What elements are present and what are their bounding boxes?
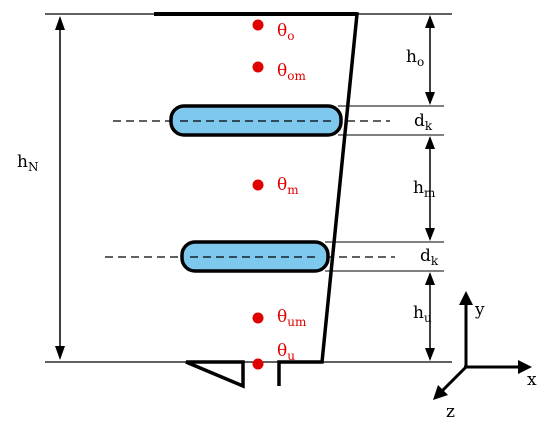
middle-section-arrowhead-top (425, 136, 435, 149)
x-axis-label: x (527, 370, 537, 390)
sensor-label-u: θu (277, 341, 295, 363)
top-section-arrowhead-bottom (425, 92, 435, 105)
sensor-label-m: θm (277, 175, 299, 197)
sensor-point-om (252, 61, 264, 73)
total-height-arrowhead-top (55, 16, 65, 30)
sensor-label-o: θo (277, 21, 294, 43)
total-height-arrowhead-bottom (55, 346, 65, 360)
dimension-label-lower-coil: dk (420, 246, 439, 268)
dimension-label-total-height: hN (17, 152, 38, 174)
sensor-point-u (252, 358, 264, 370)
y-axis-label: y (474, 300, 485, 320)
y-axis-arrowhead (459, 291, 473, 305)
sensor-point-o (252, 19, 264, 31)
dimension-label-bottom-section: hu (413, 303, 432, 325)
sensor-label-om: θom (277, 61, 306, 83)
sensor-point-m (252, 179, 264, 191)
bottom-section-arrowhead-bottom (425, 348, 435, 361)
dimension-label-middle-section: hm (413, 178, 436, 200)
top-section-arrowhead-top (425, 15, 435, 28)
upper-heat-exchanger-coil (169, 104, 343, 137)
sensor-label-um: θum (277, 307, 307, 329)
middle-section-arrowhead-bottom (425, 228, 435, 241)
z-axis-arrowhead (433, 385, 448, 400)
sensor-point-um (252, 312, 264, 324)
x-axis-arrowhead (518, 360, 532, 374)
bottom-section-arrowhead-top (425, 272, 435, 285)
dimension-label-top-section: ho (406, 47, 424, 69)
dimension-label-upper-coil: dk (414, 111, 433, 133)
z-axis-label: z (446, 402, 455, 422)
